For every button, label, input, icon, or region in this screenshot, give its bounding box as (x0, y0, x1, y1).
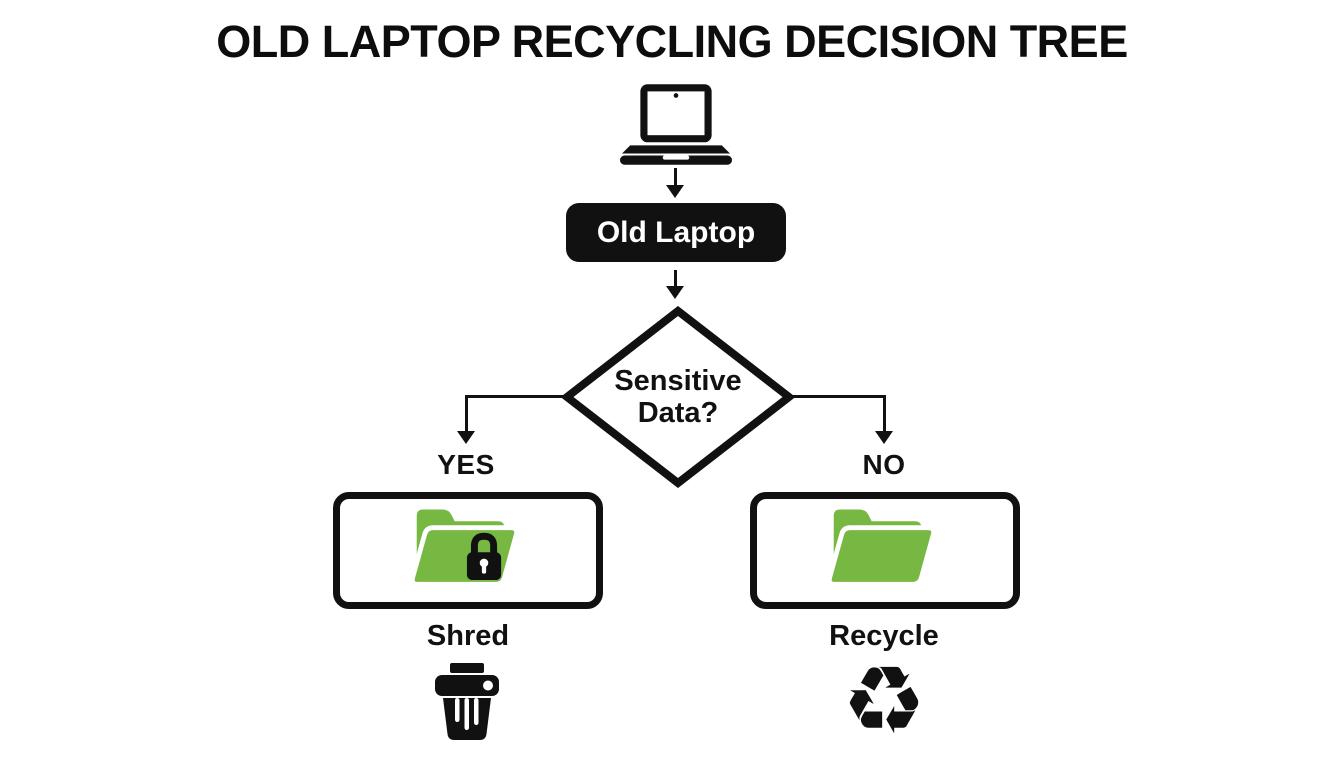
arrowhead-no (875, 431, 893, 444)
decision-question: Sensitive Data? (614, 364, 742, 429)
folder-lock-icon (403, 501, 533, 600)
connector-no-horizontal (788, 395, 886, 398)
outcome-label-shred: Shred (426, 620, 510, 652)
connector-no-vertical (883, 395, 886, 433)
outcome-box-recycle (750, 492, 1020, 609)
arrowhead-root (666, 185, 684, 198)
branch-label-yes: YES (437, 449, 495, 480)
recycle-icon: ♻ (841, 647, 927, 756)
connector-to-decision (674, 270, 677, 288)
branch-label-no: NO (862, 449, 906, 480)
node-old-laptop: Old Laptop (566, 203, 786, 262)
outcome-label-recycle: Recycle (829, 620, 939, 652)
arrowhead-yes (457, 431, 475, 444)
shredder-icon (431, 663, 503, 750)
connector-yes-vertical (465, 395, 468, 433)
page-title: OLD LAPTOP RECYCLING DECISION TREE (216, 16, 1128, 67)
decision-diamond: Sensitive Data? (562, 306, 794, 488)
folder-icon (820, 501, 950, 600)
arrowhead-to-decision (666, 286, 684, 299)
laptop-icon (620, 84, 732, 171)
outcome-box-shred (333, 492, 603, 609)
connector-root (674, 168, 677, 187)
connector-yes-horizontal (465, 395, 568, 398)
